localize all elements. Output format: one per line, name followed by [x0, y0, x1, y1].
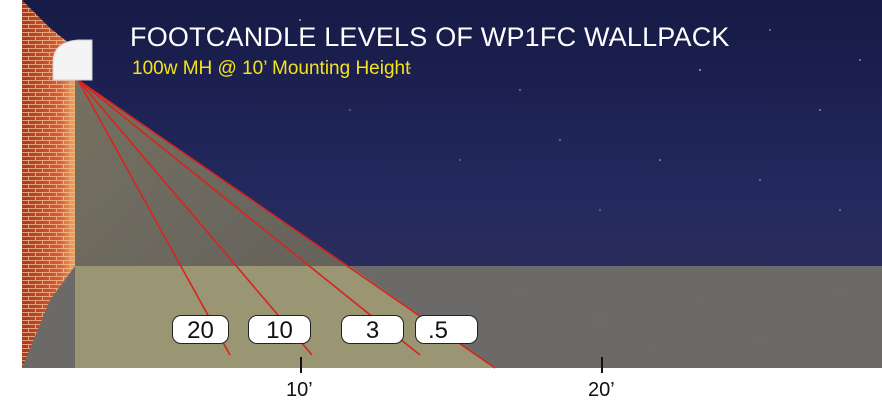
- distance-label-10: 10’: [286, 379, 313, 401]
- beam-line-10: [77, 79, 313, 356]
- wallpack-light-icon: [52, 39, 93, 81]
- footcandle-label-3: 3: [341, 315, 404, 344]
- distance-tick-20: [601, 357, 603, 373]
- light-beam: [75, 80, 495, 368]
- distance-tick-10: [300, 357, 302, 373]
- brick-pattern: [22, 0, 75, 368]
- footcandle-lines: [77, 79, 496, 369]
- ground-texture: [519, 289, 841, 351]
- footcandle-label-05: .5: [415, 315, 478, 344]
- footcandle-label-20: 20: [172, 315, 229, 344]
- diagram-subtitle: 100w MH @ 10’ Mounting Height: [132, 58, 411, 79]
- beam-line-3: [77, 79, 421, 356]
- diagram-title: FOOTCANDLE LEVELS OF WP1FC WALLPACK: [130, 22, 730, 52]
- footcandle-label-10: 10: [248, 315, 311, 344]
- beam-line-20: [77, 79, 231, 356]
- stars: [299, 19, 861, 211]
- distance-label-20: 20’: [588, 379, 615, 401]
